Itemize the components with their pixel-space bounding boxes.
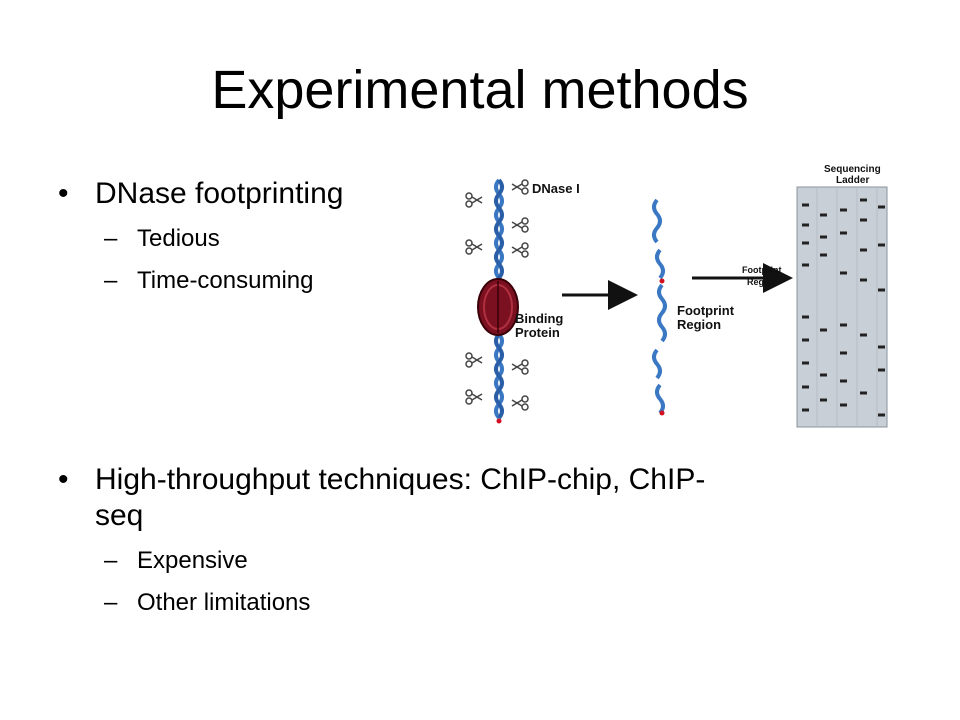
label-footprint-small-line2: Region: [747, 277, 778, 287]
label-dnase: DNase I: [532, 181, 580, 196]
sub-marker: –: [104, 267, 118, 294]
sub-marker: –: [104, 547, 118, 574]
bullet-marker: •: [58, 177, 69, 210]
fragment-end-dot: [659, 278, 665, 284]
scissors-icon: [465, 179, 529, 411]
bullet-marker: •: [58, 463, 69, 496]
strand-end-dot: [496, 418, 502, 424]
sub-bullet-text: Tedious: [137, 225, 220, 252]
bullet-high-throughput: • High-throughput techniques: ChIP-chip,…: [58, 462, 706, 534]
gel-ladder-icon: [796, 186, 888, 428]
label-binding-line1: Binding: [515, 311, 563, 326]
dna-fragments: [652, 198, 667, 415]
dnase-footprinting-diagram: DNase I Binding Protein Footprint Region…: [465, 164, 888, 428]
sub-bullet-tedious: – Tedious: [104, 224, 220, 254]
sub-bullet-text: Other limitations: [137, 589, 311, 616]
sub-bullet-other-limitations: – Other limitations: [104, 588, 311, 618]
bullet-text-line2: seq: [95, 499, 144, 532]
bullet-text-line1: High-throughput techniques: ChIP-chip, C…: [95, 463, 706, 496]
fragment-end-dot: [659, 410, 665, 416]
sub-marker: –: [104, 225, 118, 252]
label-footprint-line2: Region: [677, 317, 721, 332]
label-ladder-line1: Sequencing: [824, 164, 881, 175]
bullet-text: DNase footprinting: [95, 177, 344, 210]
sub-bullet-text: Expensive: [137, 547, 248, 574]
label-footprint-line1: Footprint: [677, 303, 735, 318]
binding-protein-icon: [477, 278, 519, 336]
label-binding-line2: Protein: [515, 325, 560, 340]
sub-bullet-expensive: – Expensive: [104, 546, 248, 576]
label-footprint-small-line1: Footprint: [742, 265, 782, 275]
sub-bullet-text: Time-consuming: [137, 267, 314, 294]
label-ladder-line2: Ladder: [836, 175, 869, 186]
sub-marker: –: [104, 589, 118, 616]
slide-title: Experimental methods: [211, 60, 749, 120]
bullet-dnase-footprinting: • DNase footprinting: [58, 176, 344, 212]
sub-bullet-time-consuming: – Time-consuming: [104, 266, 314, 296]
